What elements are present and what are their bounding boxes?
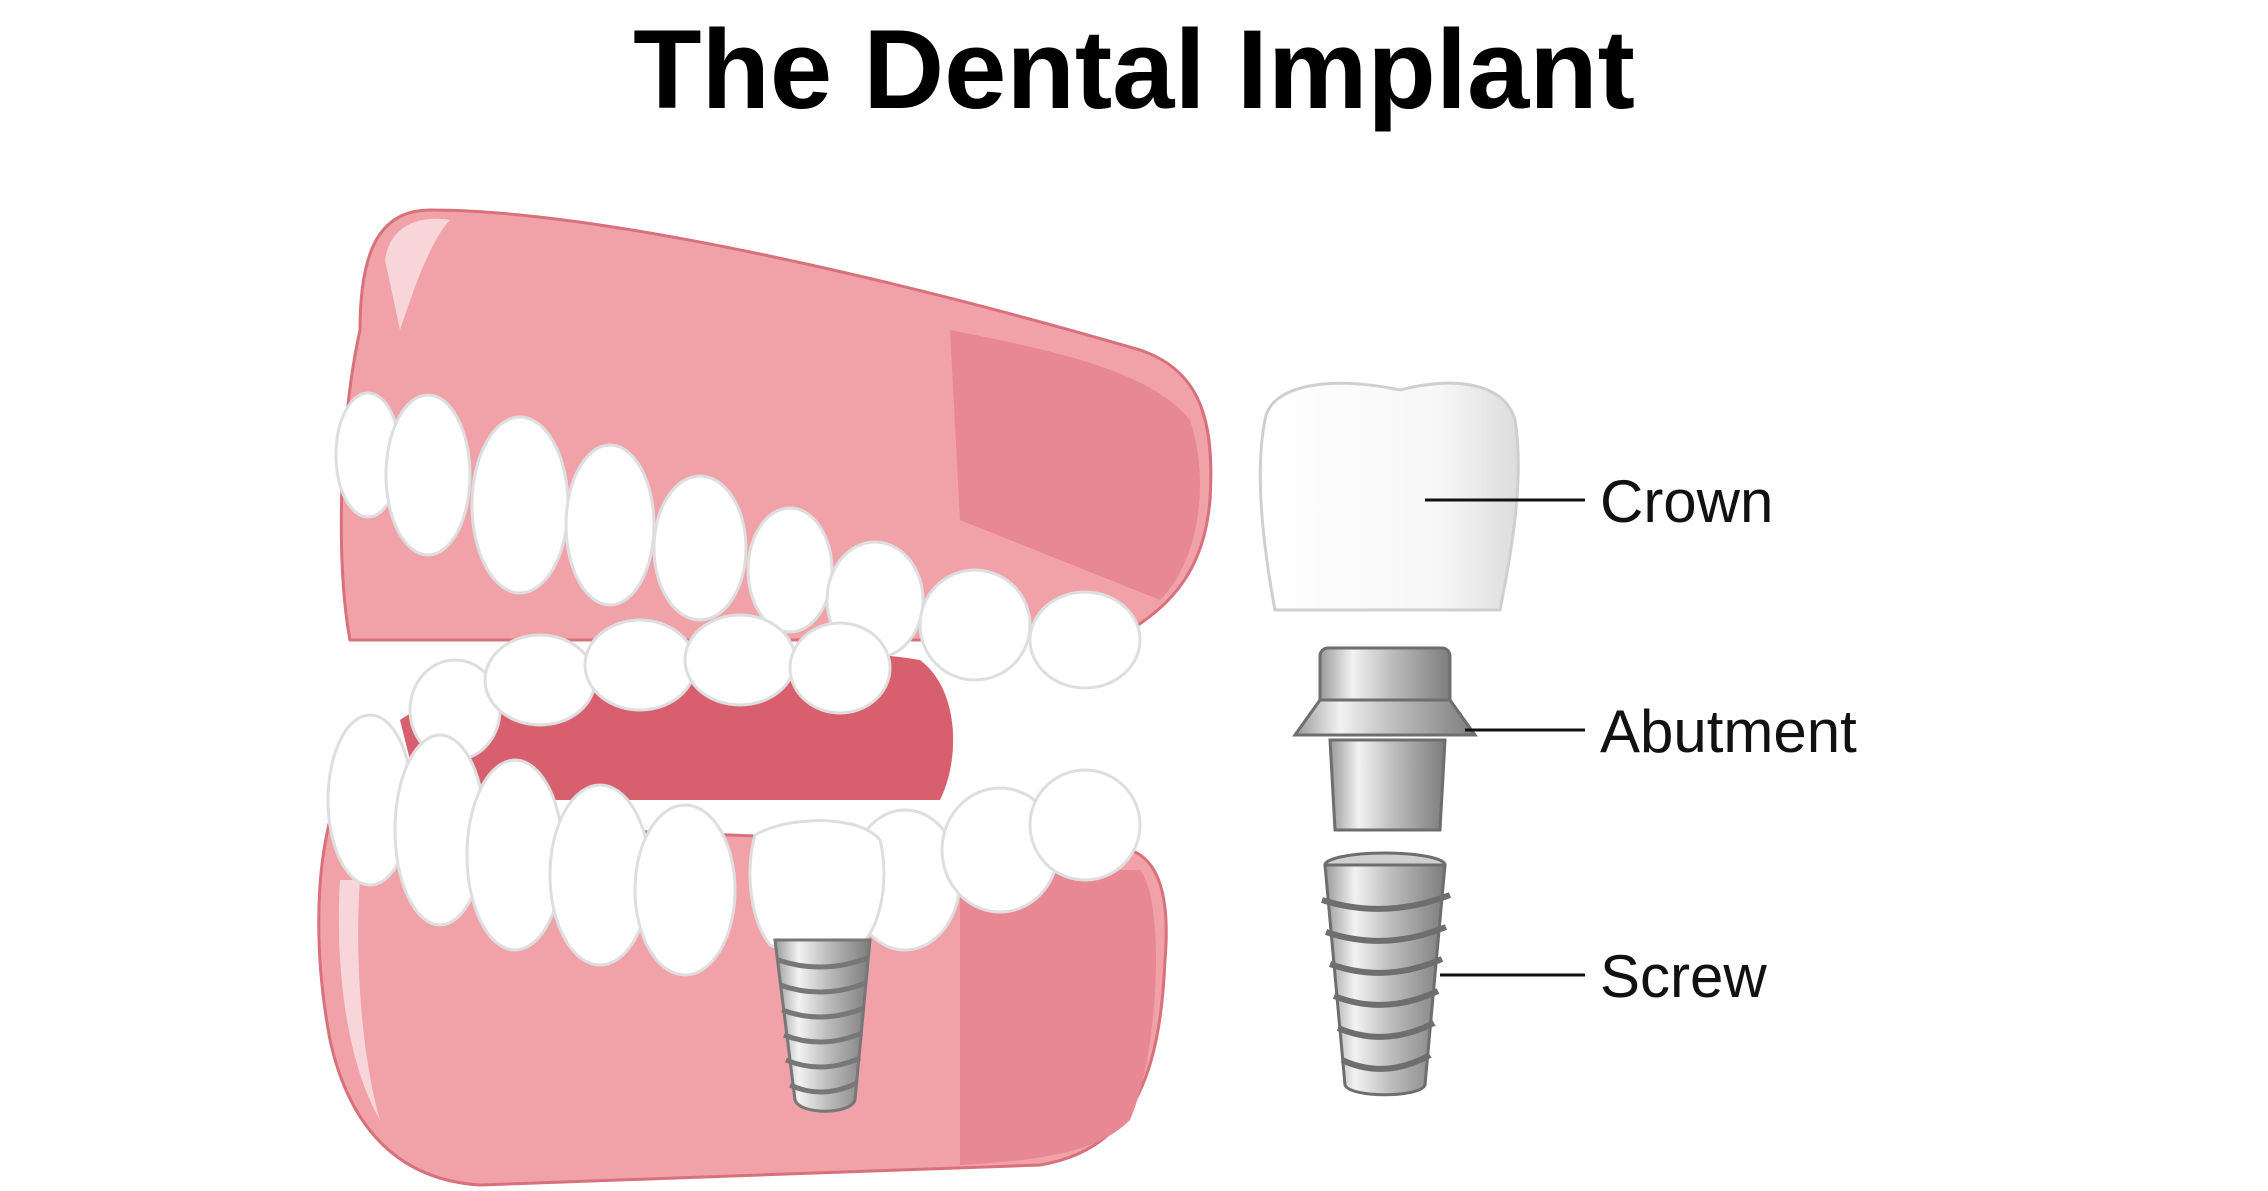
upper-tooth	[1028, 590, 1142, 690]
abutment-component	[1292, 646, 1478, 832]
upper-tooth	[470, 415, 570, 595]
upper-gum-highlight	[385, 218, 450, 330]
lower-tooth	[583, 618, 697, 712]
diagram-title: The Dental Implant	[633, 7, 1635, 132]
screw-label: Screw	[1600, 943, 1767, 1010]
lower-tooth	[633, 803, 737, 977]
upper-gum-shade	[950, 330, 1200, 600]
lower-tooth	[788, 621, 892, 715]
upper-tooth	[918, 568, 1032, 682]
upper-tooth	[564, 443, 656, 607]
upper-tooth	[384, 393, 472, 557]
screw-component	[1321, 851, 1452, 1097]
abutment-label: Abutment	[1600, 698, 1857, 765]
implanted-crown	[748, 819, 886, 954]
implanted-screw	[773, 938, 872, 1113]
crown-label: Crown	[1600, 468, 1774, 535]
crown-component	[1258, 381, 1520, 612]
lower-back-teeth	[408, 613, 892, 762]
lower-jaw	[317, 613, 1168, 1187]
upper-tooth	[652, 474, 748, 622]
lower-tooth	[683, 613, 797, 707]
upper-teeth	[334, 391, 1142, 690]
lower-tooth	[465, 758, 565, 952]
lower-front-teeth	[326, 713, 1142, 977]
lower-tooth	[1028, 768, 1142, 882]
upper-jaw	[334, 208, 1213, 690]
lower-tooth	[483, 633, 597, 727]
lower-gum-highlight	[338, 880, 380, 1120]
upper-tooth	[746, 506, 834, 634]
lower-gum-shade	[960, 870, 1157, 1165]
